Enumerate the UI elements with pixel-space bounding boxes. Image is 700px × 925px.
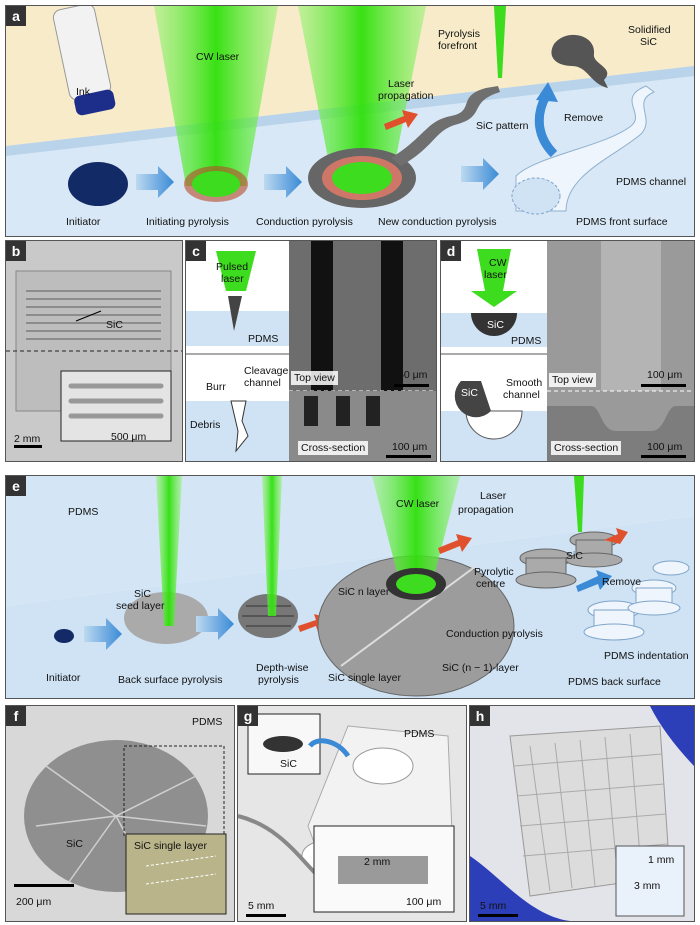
dim-1: 2 mm (364, 856, 391, 868)
label-laser-prop-2: propagation (378, 90, 434, 102)
panel-a: a (5, 5, 695, 237)
label-pyrolysis-forefront-2: forefront (438, 40, 478, 52)
label-depth-2: pyrolysis (258, 674, 299, 686)
panel-d: d CW laser SiC PDMS SiC Smooth channel T… (440, 240, 695, 462)
label-pdms: PDMS (192, 716, 223, 728)
panel-e-illustration (6, 476, 694, 698)
label-ink: Ink (76, 86, 91, 98)
label-cw-laser: CW laser (396, 498, 440, 510)
scale: 5 mm (248, 900, 275, 912)
scale: 5 mm (480, 900, 507, 912)
label-smooth-2: channel (503, 389, 540, 401)
label-pyrolytic-1: Pyrolytic (474, 566, 514, 578)
label-solidified-1: Solidified (628, 24, 671, 36)
panel-label: e (6, 476, 26, 496)
label-sic: SiC (280, 758, 297, 770)
label-cross-section: Cross-section (551, 441, 622, 455)
label-sic: SiC (487, 319, 504, 331)
scale-bottom: 100 μm (392, 441, 428, 453)
label-sic: SiC (106, 319, 123, 331)
label-initiator: Initiator (66, 216, 101, 228)
panel-label: g (238, 706, 258, 726)
label-remove: Remove (564, 112, 604, 124)
label-sic: SiC (66, 838, 83, 850)
panel-label: f (6, 706, 26, 726)
label-cw-laser: CW laser (196, 51, 240, 63)
panel-f-photo (24, 740, 227, 915)
label-top-view: Top view (291, 371, 338, 385)
label-pdms: PDMS (248, 333, 279, 345)
label-sic-n1: SiC (n − 1)-layer (442, 662, 519, 674)
label-sic-seed-1: SiC (134, 588, 151, 600)
label-sic-n: SiC n layer (338, 586, 390, 598)
panel-c: c Pulsed laser PDMS Burr Cleavage channe… (185, 240, 437, 462)
label-cw-2: laser (484, 269, 507, 281)
label-pdms: PDMS (511, 335, 542, 347)
label-smooth-1: Smooth (506, 377, 543, 389)
label-conduction: Conduction pyrolysis (446, 628, 543, 640)
label-sic-single: SiC single layer (328, 672, 401, 684)
label-sic-seed-2: seed layer (116, 600, 165, 612)
panel-label: a (6, 6, 26, 26)
dim-2: 100 μm (406, 896, 442, 908)
panel-b: b SiC 2 mm 500 μm (5, 240, 183, 462)
label-top-view: Top view (549, 373, 596, 387)
panel-d-schematic (441, 241, 694, 461)
label-back-surface: Back surface pyrolysis (118, 674, 223, 686)
label-pulsed-1: Pulsed (216, 261, 249, 273)
dim-1: 1 mm (648, 854, 675, 866)
panel-h: h 1 mm 3 mm 5 mm (469, 705, 695, 922)
label-pyrolysis-forefront-1: Pyrolysis (438, 28, 481, 40)
scale-bottom: 100 μm (647, 441, 683, 453)
label-new-conduction: New conduction pyrolysis (378, 216, 497, 228)
panel-f: f PDMS SiC SiC single layer 200 μm (5, 705, 235, 922)
panel-a-illustration (6, 6, 694, 236)
label-pulsed-2: laser (221, 273, 244, 285)
scale-top: 50 μm (398, 369, 428, 381)
panel-label: b (6, 241, 26, 261)
panel-label: d (441, 241, 461, 261)
label-remove: Remove (602, 576, 642, 588)
label-cleavage-2: channel (244, 377, 281, 389)
panel-b-photo (6, 270, 182, 442)
panel-g-photo (238, 713, 455, 913)
label-solidified-2: SiC (640, 36, 657, 48)
label-debris: Debris (190, 419, 221, 431)
scale-main: 2 mm (14, 433, 41, 445)
label-laser-prop-1: Laser (480, 490, 507, 502)
label-pdms: PDMS (404, 728, 435, 740)
label-laser-prop-2: propagation (458, 504, 514, 516)
label-pdms-indent: PDMS indentation (604, 650, 689, 662)
label-cw-1: CW (489, 257, 507, 269)
label-pdms-front: PDMS front surface (576, 216, 668, 228)
label-pdms-channel: PDMS channel (616, 176, 687, 188)
label-depth-1: Depth-wise (256, 662, 309, 674)
label-sic-single: SiC single layer (134, 840, 207, 852)
label-laser-prop-1: Laser (388, 78, 415, 90)
label-sic: SiC (566, 550, 583, 562)
label-pdms: PDMS (68, 506, 99, 518)
panel-label: c (186, 241, 206, 261)
scale: 200 μm (16, 896, 52, 908)
label-pdms-back: PDMS back surface (568, 676, 661, 688)
panel-g: g PDMS SiC 2 mm 100 μm 5 mm (237, 705, 467, 922)
label-pyrolytic-2: centre (476, 578, 506, 590)
label-cleavage-1: Cleavage (244, 365, 289, 377)
dim-2: 3 mm (634, 880, 661, 892)
label-sic-pattern: SiC pattern (476, 120, 529, 132)
label-initiating: Initiating pyrolysis (146, 216, 229, 228)
label-initiator: Initiator (46, 672, 81, 684)
label-conduction: Conduction pyrolysis (256, 216, 353, 228)
panel-e: e PDMS CW l (5, 475, 695, 699)
label-cross-section: Cross-section (298, 441, 369, 455)
scale-inset: 500 μm (111, 431, 147, 443)
label-sic2: SiC (461, 387, 478, 399)
panel-h-photo (470, 706, 694, 921)
panel-label: h (470, 706, 490, 726)
label-burr: Burr (206, 381, 226, 393)
scale-top: 100 μm (647, 369, 683, 381)
